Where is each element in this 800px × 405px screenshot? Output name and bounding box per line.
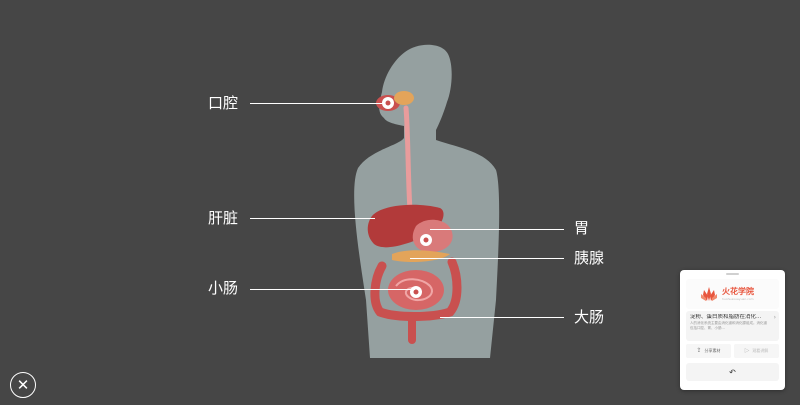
label-stomach: 胃 — [574, 219, 590, 237]
info-card: 火花学院 huohuaxueyuan.com 淀粉、蛋白质和脂肪在消化... 人… — [680, 270, 785, 390]
label-small-intestine: 小肠 — [208, 279, 239, 297]
back-button[interactable]: ↶ — [686, 363, 779, 381]
leader-liver — [250, 218, 375, 219]
brand-url: huohuaxueyuan.com — [722, 297, 754, 301]
share-icon: ⇪ — [696, 347, 702, 354]
brand-name: 火花学院 — [722, 287, 754, 296]
card-actions: ⇪ 分享素材 ▷ 观看讲解 — [686, 344, 779, 358]
play-icon: ▷ — [744, 347, 750, 354]
chevron-right-icon: › — [773, 314, 776, 321]
play-label: 观看讲解 — [752, 348, 769, 353]
liver-organ — [367, 204, 444, 248]
flame-logo-icon — [701, 287, 717, 301]
leader-stomach — [430, 229, 564, 230]
body-silhouette — [354, 44, 500, 358]
salivary-gland — [394, 91, 414, 105]
leader-mouth — [250, 103, 385, 104]
share-label: 分享素材 — [704, 348, 721, 353]
drag-handle[interactable] — [726, 273, 739, 275]
digestive-system-diagram — [354, 44, 500, 358]
lesson-info[interactable]: 淀粉、蛋白质和脂肪在消化... 人的消化系统主要由消化道和消化腺组成。消化道包括… — [686, 311, 779, 341]
brand-logo-box: 火花学院 huohuaxueyuan.com — [686, 279, 779, 309]
lesson-title: 淀粉、蛋白质和脂肪在消化... — [690, 314, 762, 320]
leader-pancreas — [410, 258, 564, 259]
lesson-description: 人的消化系统主要由消化道和消化腺组成。消化道包括口腔、胃、小肠... — [690, 321, 767, 330]
share-button[interactable]: ⇪ 分享素材 — [686, 344, 731, 358]
label-mouth: 口腔 — [208, 94, 239, 112]
label-pancreas: 胰腺 — [574, 249, 605, 267]
leader-large-intestine — [440, 317, 564, 318]
label-liver: 肝脏 — [208, 209, 239, 227]
brand: 火花学院 huohuaxueyuan.com — [722, 287, 754, 301]
pancreas-organ — [392, 250, 450, 262]
play-button[interactable]: ▷ 观看讲解 — [734, 344, 779, 358]
leader-small-intestine — [250, 289, 415, 290]
close-button[interactable]: ✕ — [10, 372, 36, 398]
label-large-intestine: 大肠 — [574, 308, 605, 326]
